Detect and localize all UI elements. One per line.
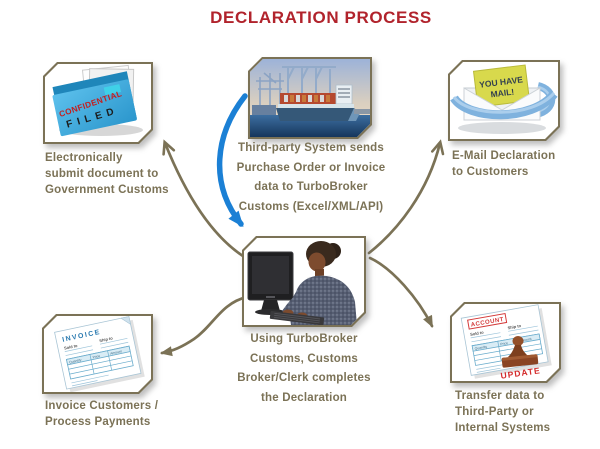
account-header-label: ACCOUNT (470, 317, 504, 329)
mail-card-line2: MAIL! (490, 87, 515, 100)
arrow-broker-to-account (368, 256, 434, 328)
invoice-col-quantity: Quantity (69, 358, 82, 365)
node-customs-broker-image (242, 236, 366, 327)
account-col-price: Price (500, 341, 508, 346)
node-transfer-data-image: ACCOUNT Sold to Ship to Quantity Price A… (450, 302, 561, 383)
caption-third-party-system: Third-party System sends Purchase Order … (236, 142, 386, 213)
invoice-soldto-label: Sold to (64, 343, 79, 351)
caption-invoice-customers: Invoice Customers / Process Payments (45, 400, 159, 428)
caption-customs-broker: Using TurboBroker Customs, Customs Broke… (237, 333, 371, 404)
account-col-quantity: Quantity (474, 345, 487, 351)
invoice-col-amount: Amount (110, 349, 122, 355)
invoice-shipto-label: Ship to (99, 335, 114, 343)
you-have-mail-illustration: YOU HAVE MAIL! (450, 62, 558, 139)
node-email-declaration-image: YOU HAVE MAIL! (448, 60, 560, 141)
account-col-amount: Amount (520, 337, 532, 343)
node-government-customs-image: CONFIDENTIAL FILED (43, 62, 153, 144)
invoice-document-illustration: INVOICE Sold to Ship to Quantity Price A… (44, 316, 151, 392)
caption-email-declaration: E-Mail Declaration to Customers (452, 150, 556, 178)
caption-transfer-data: Transfer data to Third-Party or Internal… (455, 390, 551, 434)
page-title: DECLARATION PROCESS (210, 8, 432, 27)
confidential-folder-illustration: CONFIDENTIAL FILED (45, 64, 151, 142)
node-invoice-image: INVOICE Sold to Ship to Quantity Price A… (42, 314, 153, 394)
account-soldto-label: Sold to (470, 330, 485, 337)
account-update-illustration: ACCOUNT Sold to Ship to Quantity Price A… (452, 304, 559, 381)
node-third-party-system-image (248, 57, 372, 139)
account-shipto-label: Ship to (507, 323, 522, 330)
broker-at-computer-illustration (244, 238, 364, 325)
caption-government-customs: Electronically submit document to Govern… (45, 152, 169, 196)
invoice-col-price: Price (92, 354, 100, 360)
cargo-ship-illustration (250, 59, 370, 137)
